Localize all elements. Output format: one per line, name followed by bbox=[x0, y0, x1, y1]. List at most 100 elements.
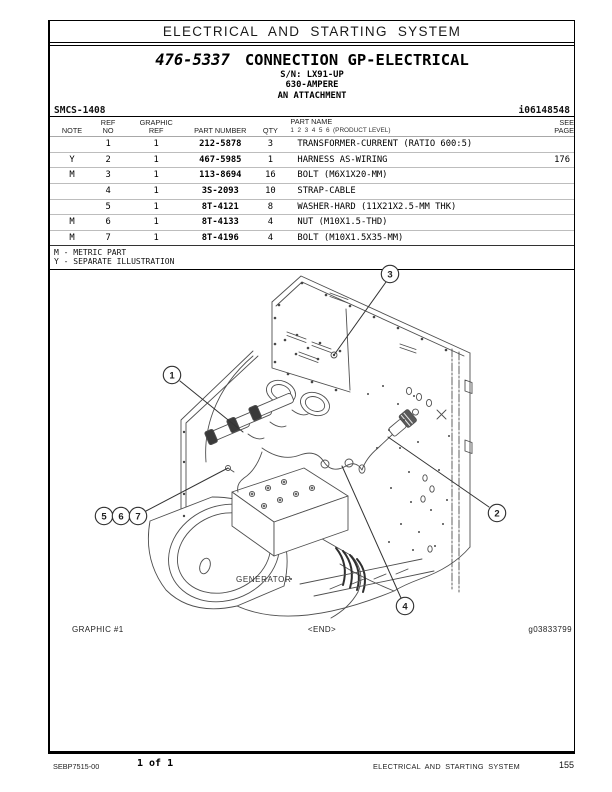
base-skid bbox=[299, 558, 435, 597]
cell-graphic-ref: 1 bbox=[122, 214, 191, 231]
attachment-line: AN ATTACHMENT bbox=[277, 90, 347, 101]
table-row: M 3 1 113-8694 16 BOLT (M6X1X20-MM) bbox=[50, 167, 574, 184]
cell-see-page bbox=[516, 136, 574, 153]
cell-see-page bbox=[516, 183, 574, 200]
harness-cable bbox=[261, 408, 419, 474]
cell-ref-no: 3 bbox=[94, 167, 123, 184]
svg-text:7: 7 bbox=[135, 511, 140, 522]
cell-note: Y bbox=[50, 152, 95, 169]
cell-part-number: 113-8694 bbox=[190, 167, 251, 184]
graphic-caption-row: GRAPHIC #1 <END> g03833799 bbox=[50, 625, 574, 634]
media-id: i06148548 bbox=[518, 105, 570, 117]
cell-qty: 10 bbox=[250, 183, 291, 200]
cell-qty: 4 bbox=[267, 232, 274, 243]
drum-shading bbox=[335, 547, 366, 593]
cell-qty: 16 bbox=[250, 167, 291, 184]
table-row: 4 1 3S-2093 10 STRAP-CABLE bbox=[50, 183, 574, 200]
terminal-studs bbox=[248, 478, 316, 510]
terminal-box bbox=[231, 467, 349, 557]
col-header-note: NOTE bbox=[50, 116, 95, 138]
cell-note bbox=[50, 136, 95, 153]
footer-doc-code: SEBP7515-00 bbox=[53, 762, 100, 771]
cell-part-number: 8T-4121 bbox=[190, 199, 251, 216]
cell-part-name: HARNESS AS-WIRING bbox=[290, 152, 517, 169]
leader-targets bbox=[225, 351, 338, 473]
callout-balloon-4: 4 bbox=[395, 596, 415, 616]
footer-page-number: 155 bbox=[558, 760, 574, 770]
callout-balloon-3: 3 bbox=[380, 264, 400, 284]
table-legend: M - METRIC PART Y - SEPARATE ILLUSTRATIO… bbox=[50, 246, 574, 270]
table-row: 5 1 8T-4121 8 WASHER-HARD (11X21X2.5-MM … bbox=[50, 199, 574, 216]
cell-see-page bbox=[516, 167, 574, 184]
cell-part-name: WASHER-HARD (11X21X2.5-MM THK) bbox=[290, 199, 517, 216]
panel-bolts bbox=[182, 281, 450, 551]
table-row: M 7 1 8T-4196 4 BOLT (M10X1.5X35-MM) bbox=[50, 230, 574, 246]
generator-label-dot bbox=[290, 578, 292, 580]
ampere-line: 630-AMPERE bbox=[285, 80, 339, 91]
callout-balloon-5: 5 bbox=[94, 506, 114, 526]
cell-graphic-ref: 1 bbox=[122, 183, 191, 200]
cell-part-name: TRANSFORMER-CURRENT (RATIO 600:5) bbox=[290, 136, 517, 153]
footer-section-title: ELECTRICAL AND STARTING SYSTEM bbox=[372, 762, 520, 771]
serial-number-line: S/N: LX91-UP bbox=[280, 70, 344, 80]
cell-note: M bbox=[69, 232, 75, 243]
cell-part-number: 467-5985 bbox=[190, 152, 251, 169]
cell-note: M bbox=[50, 214, 95, 231]
cell-qty: 1 bbox=[250, 152, 291, 169]
table-row: Y 2 1 467-5985 1 HARNESS AS-WIRING 176 bbox=[50, 152, 574, 169]
cell-note bbox=[50, 199, 95, 216]
cell-part-number: 3S-2093 bbox=[190, 183, 251, 200]
cell-part-number: 212-5878 bbox=[190, 136, 251, 153]
cell-graphic-ref: 1 bbox=[122, 167, 191, 184]
cell-qty: 3 bbox=[250, 136, 291, 153]
group-part-number: 476-5337 bbox=[155, 51, 230, 69]
top-enclosure bbox=[271, 275, 471, 393]
cell-see-page bbox=[516, 214, 574, 231]
table-row: 1 1 212-5878 3 TRANSFORMER-CURRENT (RATI… bbox=[50, 136, 574, 153]
svg-text:3: 3 bbox=[387, 269, 392, 280]
cell-see-page: 176 bbox=[516, 152, 574, 169]
ct-transformers bbox=[204, 393, 309, 493]
harness-connector bbox=[388, 408, 419, 437]
cell-ref-no: 1 bbox=[94, 136, 123, 153]
cell-part-name: NUT (M10X1.5-THD) bbox=[290, 214, 517, 231]
cell-part-name: BOLT (M6X1X20-MM) bbox=[290, 167, 517, 184]
group-part-name: CONNECTION GP-ELECTRICAL bbox=[244, 51, 469, 69]
cell-part-number: 8T-4133 bbox=[190, 214, 251, 231]
cell-part-name: STRAP-CABLE bbox=[290, 183, 517, 200]
col-header-part-number: PART NUMBER bbox=[190, 116, 251, 138]
cell-qty: 8 bbox=[250, 199, 291, 216]
cell-graphic-ref: 1 bbox=[153, 232, 159, 243]
cell-ref-no: 7 bbox=[105, 232, 111, 243]
back-panel bbox=[339, 348, 473, 593]
cell-part-number: 8T-4196 bbox=[201, 232, 239, 243]
cell-see-page bbox=[516, 199, 574, 216]
svg-text:5: 5 bbox=[101, 511, 107, 522]
cell-part-name: BOLT (M10X1.5X35-MM) bbox=[297, 232, 404, 243]
graphic-caption: GRAPHIC #1 bbox=[72, 625, 124, 634]
cell-ref-no: 4 bbox=[94, 183, 123, 200]
title-block: 476-5337 CONNECTION GP-ELECTRICAL S/N: L… bbox=[50, 46, 574, 101]
cell-ref-no: 6 bbox=[94, 214, 123, 231]
cell-see-page bbox=[517, 230, 574, 246]
cell-note: M bbox=[50, 167, 95, 184]
cell-ref-no: 2 bbox=[94, 152, 123, 169]
callout-balloon-1: 1 bbox=[162, 365, 182, 385]
section-header-title: ELECTRICAL AND STARTING SYSTEM bbox=[162, 24, 462, 39]
cell-note bbox=[50, 183, 95, 200]
smcs-code: SMCS-1408 bbox=[54, 105, 106, 117]
callout-balloon-7: 7 bbox=[128, 506, 148, 526]
callout-leaders bbox=[145, 281, 490, 599]
svg-text:6: 6 bbox=[118, 511, 123, 522]
graphic-id: g03833799 bbox=[528, 625, 573, 634]
cell-qty: 4 bbox=[250, 214, 291, 231]
header-divider bbox=[50, 43, 574, 46]
product-level-scale: 1 2 3 4 5 6 (PRODUCT LEVEL) bbox=[290, 127, 391, 135]
cell-graphic-ref: 1 bbox=[122, 152, 191, 169]
